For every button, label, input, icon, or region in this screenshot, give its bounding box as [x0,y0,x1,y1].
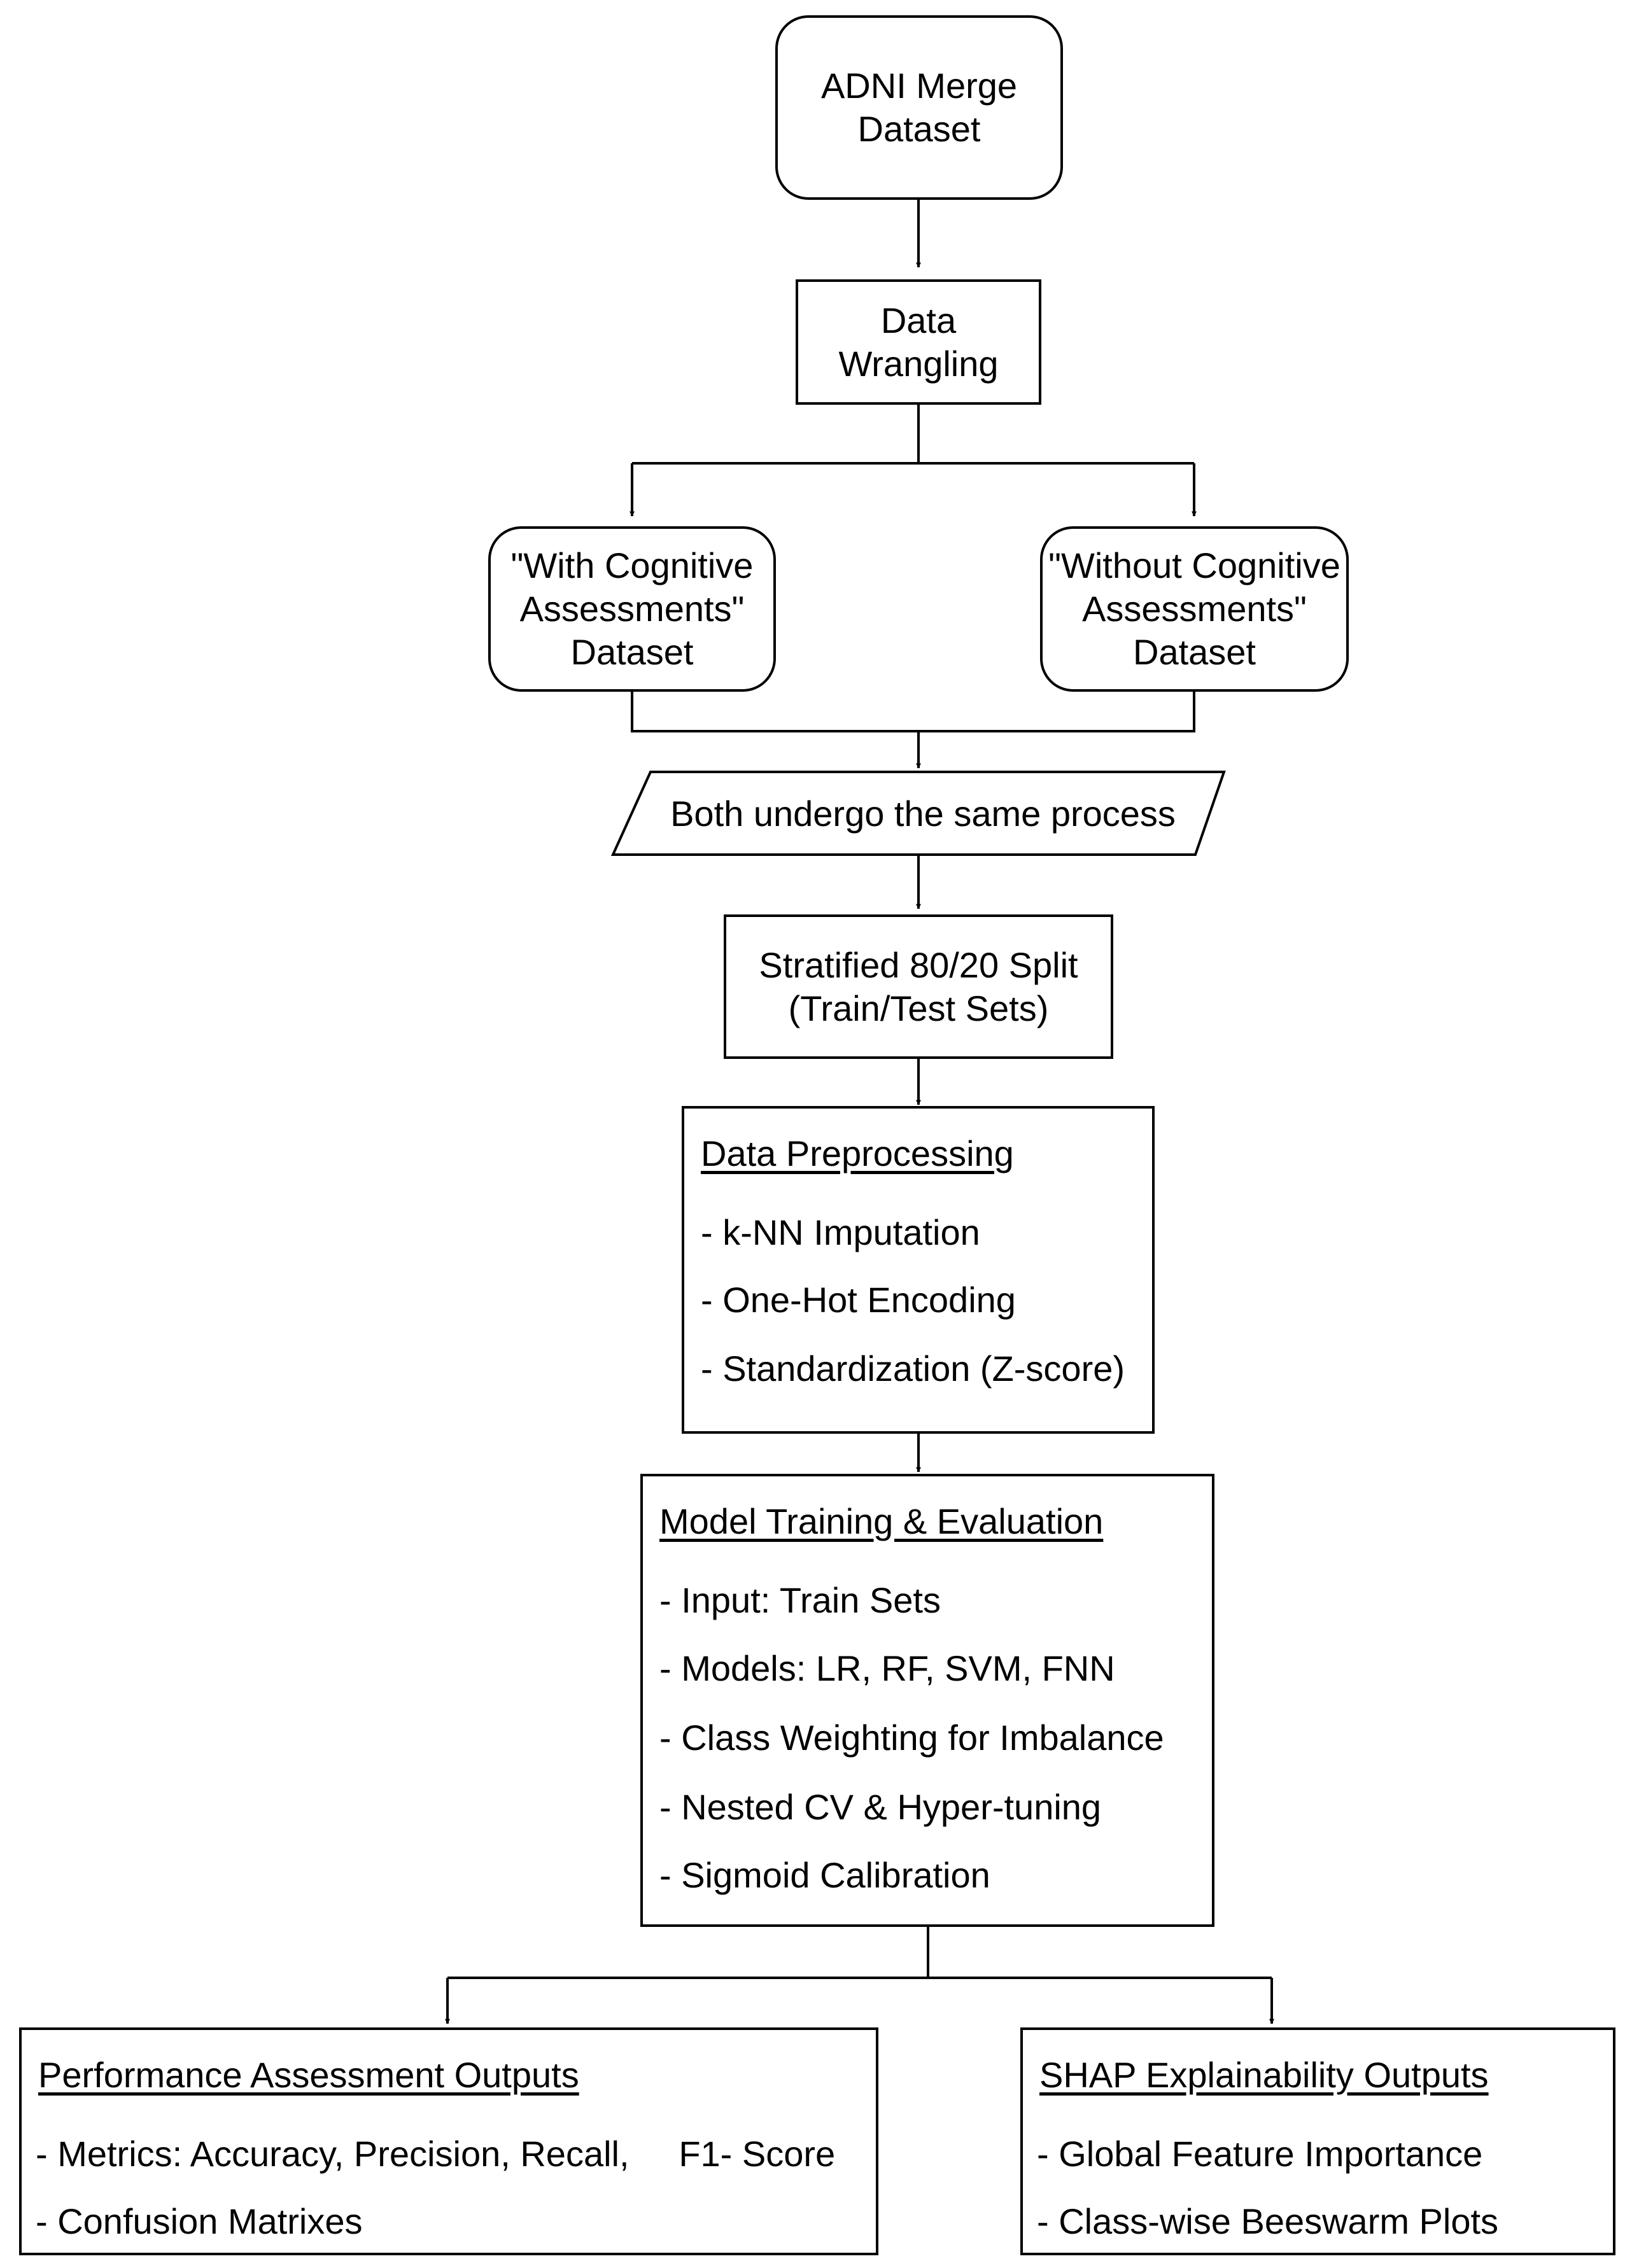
model-training-item: - Class Weighting for Imbalance [659,1718,1164,1758]
performance-outputs-node: Performance Assessment Outputs - Metrics… [19,2027,878,2255]
with-cognitive-line-1: "With Cognitive [510,545,754,585]
with-cognitive-line-2: Assessments" [519,589,745,629]
shap-item: - Global Feature Importance [1037,2134,1483,2174]
connector-model-branch [447,1927,1272,1979]
preprocessing-item: - One-Hot Encoding [701,1280,1016,1320]
model-training-title: Model Training & Evaluation [659,1501,1104,1541]
model-training-item: - Input: Train Sets [659,1580,941,1620]
adni-merge-line-2: Dataset [857,109,981,149]
stratified-split-node: Stratified 80/20 Split (Train/Test Sets) [724,914,1113,1059]
model-training-item: - Nested CV & Hyper-tuning [659,1787,1102,1827]
adni-merge-line-1: ADNI Merge [820,66,1018,106]
model-training-item: - Models: LR, RF, SVM, FNN [659,1648,1115,1688]
same-process-label: Both undergo the same process [670,793,1176,834]
split-line-1: Stratified 80/20 Split [759,944,1078,985]
same-process-shape [610,771,1226,856]
performance-item: - Metrics: Accuracy, Precision, Recall, … [36,2134,836,2174]
performance-title: Performance Assessment Outputs [38,2055,579,2095]
with-cognitive-dataset-node: "With Cognitive Assessments" Dataset [488,526,776,692]
without-cognitive-dataset-node: "Without Cognitive Assessments" Dataset [1040,526,1349,692]
data-wrangling-line-2: Wrangling [838,343,999,384]
same-process-node: Both undergo the same process [637,772,1209,855]
shap-title: SHAP Explainability Outputs [1039,2055,1489,2095]
without-cognitive-line-3: Dataset [1133,632,1256,672]
connector-wrangling-branch [632,405,1194,465]
performance-item: - Confusion Matrixes [36,2201,363,2241]
with-cognitive-line-3: Dataset [570,632,694,672]
preprocessing-item: - Standardization (Z-score) [701,1348,1125,1389]
preprocessing-title: Data Preprocessing [701,1133,1014,1173]
shap-item: - Class-wise Beeswarm Plots [1037,2201,1499,2241]
shap-outputs-node: SHAP Explainability Outputs - Global Fea… [1020,2027,1615,2255]
data-wrangling-line-1: Data [880,300,957,340]
preprocessing-item: - k-NN Imputation [701,1212,980,1252]
model-training-node: Model Training & Evaluation - Input: Tra… [640,1474,1214,1927]
connector-merge [631,692,1195,732]
model-training-item: - Sigmoid Calibration [659,1855,990,1895]
data-preprocessing-node: Data Preprocessing - k-NN Imputation - O… [682,1106,1155,1434]
split-line-2: (Train/Test Sets) [788,988,1049,1028]
without-cognitive-line-1: "Without Cognitive [1048,545,1340,585]
without-cognitive-line-2: Assessments" [1082,589,1307,629]
adni-merge-dataset-node: ADNI Merge Dataset [775,15,1063,200]
data-wrangling-node: Data Wrangling [796,279,1041,405]
